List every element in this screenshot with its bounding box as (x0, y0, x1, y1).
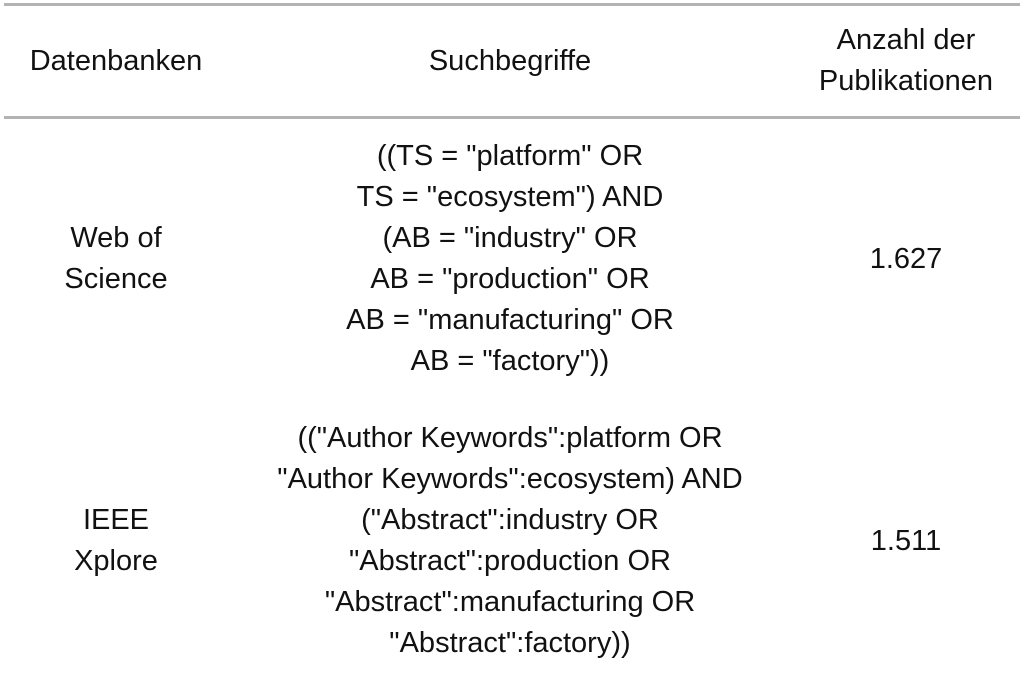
query-line: ("Abstract":industry OR (361, 504, 659, 536)
query-line: TS = "ecosystem") AND (356, 181, 664, 213)
query-line: "Abstract":factory)) (389, 627, 631, 659)
database-name-line: Xplore (74, 545, 158, 577)
table-header-rule (4, 116, 1020, 119)
query-line: ((TS = "platform" OR (376, 140, 644, 172)
database-name-line: IEEE (82, 504, 150, 536)
header-count-line: Publikationen (818, 65, 994, 97)
publication-count-value: 1.511 (870, 524, 942, 557)
table-row-wos-query: ((TS = "platform" OR TS = "ecosystem") A… (232, 136, 788, 382)
header-count-line: Anzahl der (836, 24, 976, 56)
publication-count-value: 1.627 (869, 242, 943, 275)
header-databases: Datenbanken (0, 6, 232, 116)
header-search-terms: Suchbegriffe (232, 6, 788, 116)
query-line: (AB = "industry" OR (382, 222, 638, 254)
header-publication-count: Anzahl der Publikationen (788, 6, 1024, 116)
header-search-terms-label: Suchbegriffe (428, 44, 592, 77)
table-row-ieee-query: (("Author Keywords":platform OR "Author … (232, 418, 788, 664)
table-row-ieee-count: 1.511 (788, 418, 1024, 664)
database-name-line: Web of (70, 222, 162, 254)
query-line: AB = "manufacturing" OR (346, 304, 674, 336)
table-row-wos-count: 1.627 (788, 136, 1024, 382)
query-line: "Abstract":manufacturing OR (324, 586, 696, 618)
table-row-wos-database: Web of Science (0, 136, 232, 382)
database-name-line: Science (64, 263, 168, 295)
table-top-rule (4, 3, 1020, 6)
query-line: "Author Keywords":ecosystem) AND (277, 463, 743, 495)
table-row-ieee-database: IEEE Xplore (0, 418, 232, 664)
query-line: (("Author Keywords":platform OR (297, 422, 723, 454)
query-line: AB = "production" OR (370, 263, 650, 295)
query-line: AB = "factory")) (410, 345, 610, 377)
query-line: "Abstract":production OR (348, 545, 671, 577)
header-databases-label: Datenbanken (29, 44, 203, 77)
